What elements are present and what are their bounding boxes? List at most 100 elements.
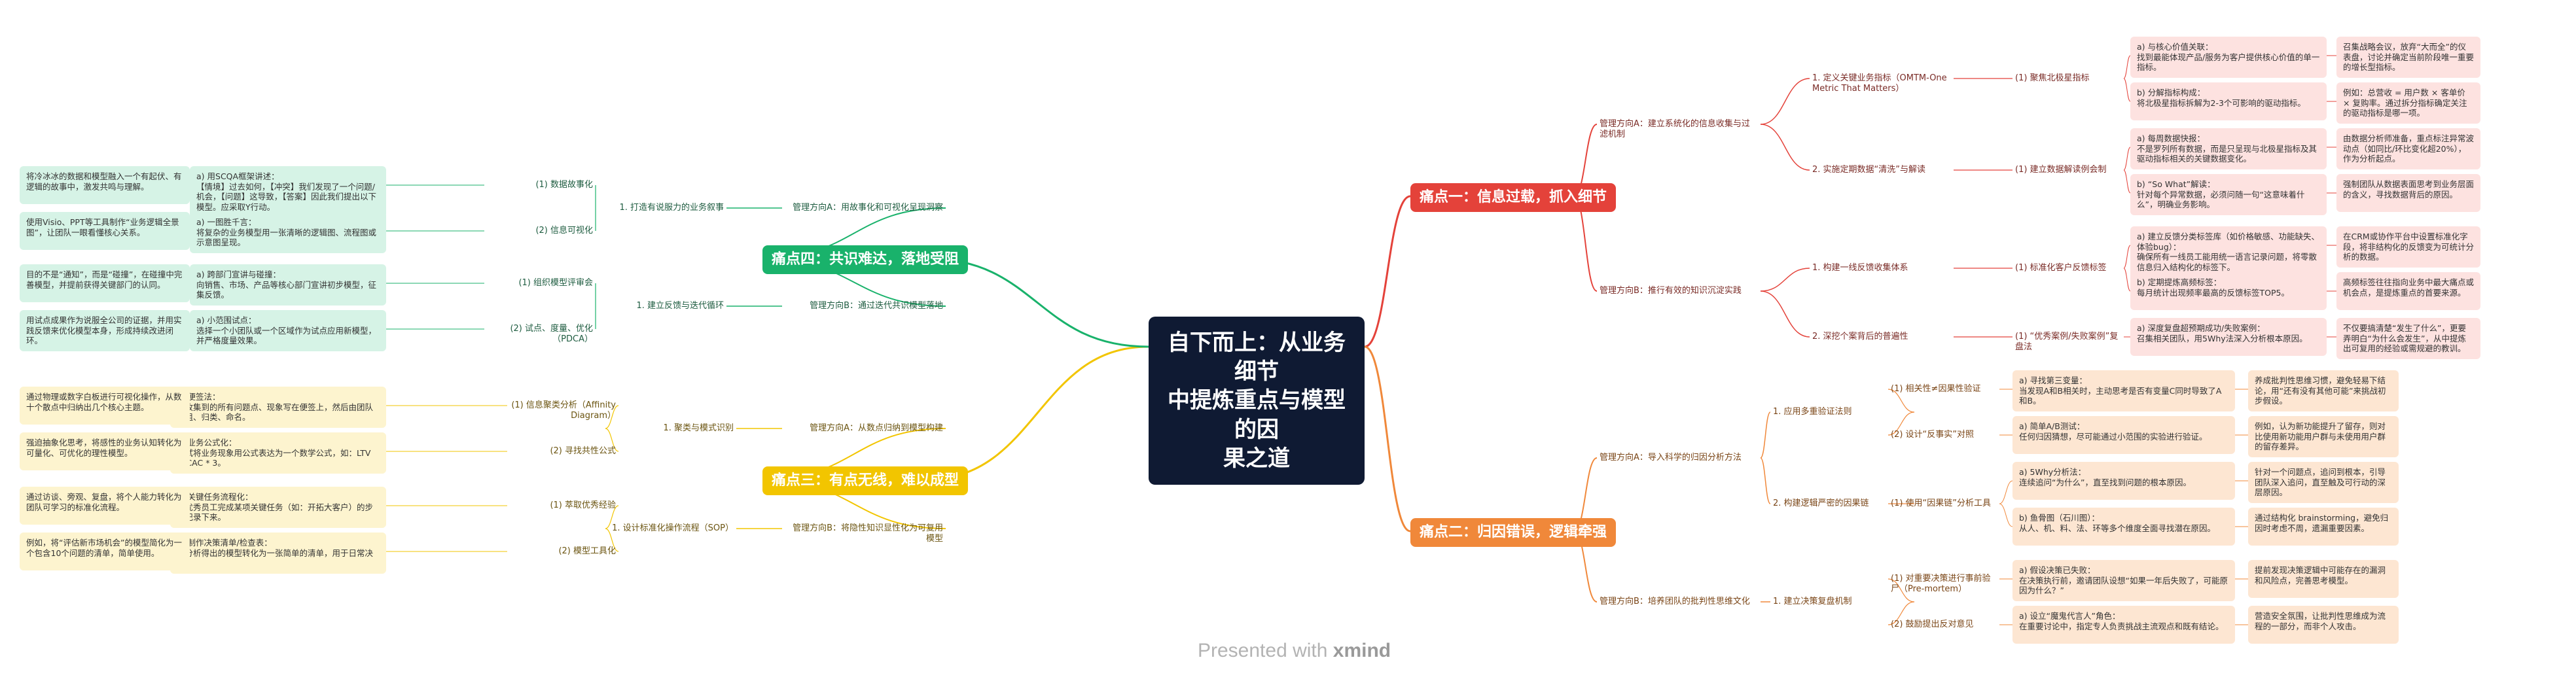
method-leaf[interactable]: a) 业务公式化： 尝试将业务现象用公式表达为一个数学公式，如：LTV > CA… — [170, 432, 386, 474]
method-leaf[interactable]: b) “So What”解读： 针对每个异常数据，必须问随一句“这意味着什么”，… — [2130, 174, 2327, 215]
connector-line — [925, 345, 1149, 481]
method-leaf[interactable]: a) 5Why分析法： 连续追问“为什么”，直至找到问题的根本原因。 — [2012, 462, 2235, 500]
method-leaf[interactable]: a) 简单A/B测试： 任何归因猜想，尽可能通过小范围的实验进行验证。 — [2012, 416, 2235, 454]
item-topic[interactable]: 2. 实施定期数据“清洗”与解读 — [1812, 165, 1926, 175]
pain-point-topic[interactable]: 痛点四：共识难达，落地受阻 — [762, 245, 969, 274]
practice-note: 营造安全氛围，让批判性思维成为流程的一部分，而非个人攻击。 — [2248, 606, 2399, 644]
sub-topic[interactable]: (1) 相关性≠因果性验证 — [1891, 384, 1981, 394]
item-topic[interactable]: 2. 构建逻辑严密的因果链 — [1773, 498, 1869, 508]
management-direction[interactable]: 管理方向A：用故事化和可视化呈现洞察 — [793, 203, 943, 213]
sub-topic[interactable]: (2) 试点、度量、优化（PDCA） — [510, 324, 593, 345]
item-topic[interactable]: 1. 应用多重验证法则 — [1773, 407, 1852, 417]
connector-line — [1887, 601, 1915, 625]
management-direction[interactable]: 管理方向A：从数点归纳到模型构建 — [810, 423, 943, 433]
management-direction[interactable]: 管理方向A：导入科学的归因分析方法 — [1600, 453, 1742, 463]
method-leaf[interactable]: a) 用SCQA框架讲述： 【情境】过去如何，【冲突】我们发现了一个问题/机会，… — [190, 166, 386, 218]
pain-point-topic[interactable]: 痛点一：信息过载，抓入细节 — [1410, 183, 1617, 212]
practice-note: 不仅要搞清楚“发生了什么”，更要弄明白“为什么会发生”，从中提炼出可复用的经验或… — [2336, 318, 2480, 359]
method-leaf[interactable]: b) 定期提炼高频标签： 每月统计出现频率最高的反馈标签TOP5。 — [2130, 272, 2327, 310]
connector-line — [2123, 55, 2131, 79]
connector-line — [2123, 169, 2131, 194]
method-leaf[interactable]: a) 小范围试点： 选择一个小团队或一个区域作为试点应用新模型，并严格度量效果。 — [190, 310, 386, 351]
watermark-prefix: Presented with — [1198, 640, 1333, 661]
sub-topic[interactable]: (2) 设计“反事实”对照 — [1891, 430, 1975, 440]
method-leaf[interactable]: a) 跨部门宣讲与碰撞： 向销售、市场、产品等核心部门宣讲初步模型，征集反馈。 — [190, 264, 386, 306]
connector-line — [605, 428, 619, 452]
method-leaf[interactable]: a) 便签法： 将收集到的所有问题点、现象写在便签上，然后由团队分组、归类、命名… — [170, 387, 386, 428]
method-leaf[interactable]: a) 制作决策清单/检查表： 将分析得出的模型转化为一张简单的清单，用于日常决策… — [170, 533, 386, 574]
practice-note: 针对一个问题点，追问到根本，引导团队深入追问，直至触及可行动的深层原因。 — [2248, 462, 2399, 503]
practice-note: 养成批判性思维习惯，避免轻易下结论，用“还有没有其他可能”来挑战初步假设。 — [2248, 370, 2399, 411]
connector-line — [605, 528, 619, 552]
method-leaf[interactable]: a) 与核心价值关联： 找到最能体现产品/服务为客户提供核心价值的单一指标。 — [2130, 37, 2327, 78]
practice-note: 目的不是“通知”，而是“碰撞”，在碰撞中完善模型，并提前获得关键部门的认同。 — [20, 264, 190, 302]
method-leaf[interactable]: a) 深度复盘超预期成功/失败案例： 召集相关团队，用5Why法深入分析根本原因… — [2130, 318, 2327, 356]
connector-line — [605, 505, 619, 529]
connector-line — [1887, 411, 1915, 436]
method-leaf[interactable]: a) 假设决策已失败： 在决策执行前，邀请团队设想“如果一年后失败了，可能原因为… — [2012, 560, 2235, 601]
connector-line — [1364, 195, 1411, 348]
practice-note: 用试点成果作为说服全公司的证据，并用实践反馈来优化模型本身，形成持续改进闭环。 — [20, 310, 190, 351]
item-topic[interactable]: 1. 打造有说服力的业务叙事 — [619, 203, 724, 213]
connector-line — [1760, 411, 1771, 459]
sub-topic[interactable]: (1) 信息聚类分析（Affinity Diagram） — [511, 400, 616, 421]
sub-topic[interactable]: (2) 寻找共性公式 — [550, 446, 616, 456]
root-topic[interactable]: 自下而上：从业务细节 中提炼重点与模型的因 果之道 — [1149, 317, 1365, 485]
item-topic[interactable]: 1. 建立决策复盘机制 — [1773, 597, 1852, 606]
method-leaf[interactable]: a) 建立反馈分类标签库（如价格敏感、功能缺失、体验bug）： 确保所有一线员工… — [2130, 226, 2327, 278]
management-direction[interactable]: 管理方向A：建立系统化的信息收集与过滤机制 — [1600, 119, 1750, 140]
method-leaf[interactable]: b) 鱼骨图（石川图）： 从人、机、料、法、环等多个维度全面寻找潜在原因。 — [2012, 508, 2235, 546]
sub-topic[interactable]: (1) 聚焦北极星指标 — [2015, 73, 2090, 83]
sub-topic[interactable]: (2) 模型工具化 — [558, 546, 616, 556]
management-direction[interactable]: 管理方向B：推行有效的知识沉淀实践 — [1600, 286, 1742, 296]
method-leaf[interactable]: a) 一图胜千言： 将复杂的业务模型用一张清晰的逻辑图、流程图或示意图呈现。 — [190, 212, 386, 253]
connector-line — [1999, 503, 2013, 527]
item-topic[interactable]: 1. 定义关键业务指标（OMTM-One Metric That Matters… — [1812, 73, 1947, 94]
connector-line — [1364, 345, 1411, 533]
method-leaf[interactable]: a) 每周数据快报： 不是罗列所有数据，而是只呈现与北极星指标及其驱动指标相关的… — [2130, 128, 2327, 169]
practice-note: 将冷冰冰的数据和模型融入一个有起伏、有逻辑的故事中，激发共鸣与理解。 — [20, 166, 190, 204]
sub-topic[interactable]: (1) 组织模型评审会 — [518, 278, 593, 288]
item-topic[interactable]: 1. 构建一线反馈收集体系 — [1812, 263, 1908, 273]
connector-line — [1760, 124, 1810, 171]
item-topic[interactable]: 2. 深挖个案背后的普遍性 — [1812, 332, 1908, 341]
practice-note: 强迫抽象化思考，将感性的业务认知转化为可量化、可优化的理性模型。 — [20, 432, 190, 470]
sub-topic[interactable]: (1) 标准化客户反馈标签 — [2015, 263, 2107, 273]
sub-topic[interactable]: (2) 信息可视化 — [535, 226, 593, 236]
practice-note: 在CRM或协作平台中设置标准化字段，将非结构化的反馈变为可统计分析的数据。 — [2336, 226, 2480, 268]
item-topic[interactable]: 1. 聚类与模式识别 — [663, 423, 734, 433]
practice-note: 例如：总营收 = 用户数 × 客单价 × 复购率。通过拆分指标确定关注的驱动指标… — [2336, 82, 2480, 124]
sub-topic[interactable]: (1) 萃取优秀经验 — [550, 500, 616, 510]
method-leaf[interactable]: a) 寻找第三变量： 当发现A和B相关时，主动思考是否有变量C同时导致了A和B。 — [2012, 370, 2235, 411]
sub-topic[interactable]: (2) 鼓励提出反对意见 — [1891, 620, 1974, 629]
pain-point-topic[interactable]: 痛点二：归因错误，逻辑牵强 — [1410, 518, 1617, 547]
item-topic[interactable]: 1. 设计标准化操作流程（SOP） — [612, 523, 734, 533]
connector-line — [2123, 147, 2131, 171]
connector-line — [1887, 389, 1915, 413]
management-direction[interactable]: 管理方向B：培养团队的批判性思维文化 — [1600, 597, 1750, 606]
practice-note: 通过结构化 brainstorming，避免归因时考虑不周，遗漏重要因素。 — [2248, 508, 2399, 546]
practice-note: 例如，将“评估新市场机会”的模型简化为一个包含10个问题的清单，简单使用。 — [20, 533, 190, 570]
watermark-brand: xmind — [1333, 640, 1391, 661]
practice-note: 召集战略会议，放弃“大而全”的仪表盘，讨论并确定当前阶段唯一重要的增长型指标。 — [2336, 37, 2480, 78]
method-leaf[interactable]: b) 分解指标构成： 将北极星指标拆解为2-3个可影响的驱动指标。 — [2130, 82, 2327, 120]
sub-topic[interactable]: (1) 建立数据解读例会制 — [2015, 165, 2107, 175]
method-leaf[interactable]: a) 设立“魔鬼代言人”角色： 在重要讨论中，指定专人负责挑战主流观点和既有结论… — [2012, 606, 2235, 644]
connector-line — [1760, 268, 1810, 292]
connector-line — [1887, 578, 1915, 602]
item-topic[interactable]: 1. 建立反馈与迭代循环 — [636, 301, 724, 311]
connector-line — [1999, 480, 2013, 504]
sub-topic[interactable]: (1) “优秀案例/失败案例”复盘法 — [2015, 332, 2119, 353]
management-direction[interactable]: 管理方向B：将隐性知识显性化为可复用模型 — [793, 523, 943, 544]
watermark: Presented with xmind — [1198, 640, 1391, 662]
practice-note: 强制团队从数据表面思考到业务层面的含义，寻找数据背后的原因。 — [2336, 174, 2480, 212]
management-direction[interactable]: 管理方向B：通过迭代共识模型落地 — [810, 301, 943, 311]
sub-topic[interactable]: (1) 使用“因果链”分析工具 — [1891, 498, 1992, 508]
practice-note: 高频标签往往指向业务中最大痛点或机会点，是提炼重点的首要来源。 — [2336, 272, 2480, 310]
sub-topic[interactable]: (1) 数据故事化 — [535, 180, 593, 190]
pain-point-topic[interactable]: 痛点三：有点无线，难以成型 — [762, 466, 969, 495]
connector-line — [1760, 290, 1810, 338]
sub-topic[interactable]: (1) 对重要决策进行事前验尸（Pre-mortem） — [1891, 574, 1991, 595]
method-leaf[interactable]: a) 关键任务流程化： 将优秀员工完成某项关键任务（如：开拓大客户）的步骤记录下… — [170, 487, 386, 528]
